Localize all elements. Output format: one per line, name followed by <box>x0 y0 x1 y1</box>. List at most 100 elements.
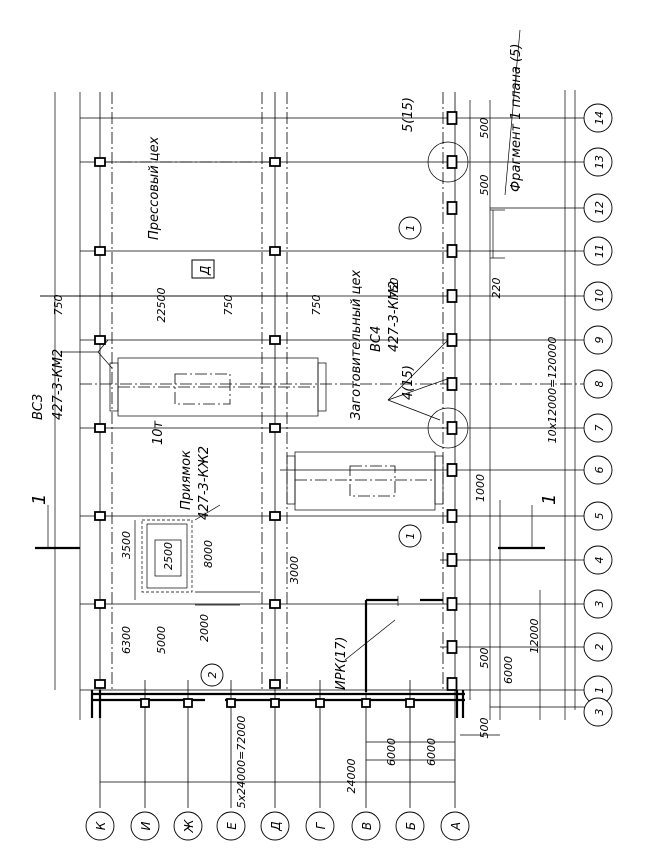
column-marker <box>446 597 458 611</box>
label-crane: 10т <box>151 420 166 445</box>
dim-label: 10x12000=120000 <box>546 337 559 444</box>
dim-label: 220 <box>490 278 503 299</box>
axis-number-label: 14 <box>593 111 606 125</box>
axis-bubble-letter <box>85 811 115 841</box>
label-zone-d: Д <box>198 266 212 276</box>
axis-bubble-number <box>583 632 613 662</box>
axis-letter-label: В <box>360 822 374 830</box>
axis-bubble-letter <box>260 811 290 841</box>
axis-number-label: 9 <box>593 337 606 344</box>
column-marker <box>446 463 458 477</box>
axis-letter-label: Г <box>314 821 328 829</box>
axis-bubble-letter <box>440 811 470 841</box>
dim-label: 6000 <box>385 738 398 766</box>
column-marker <box>361 698 371 708</box>
dim-label: 500 <box>478 718 491 739</box>
column-marker <box>405 698 415 708</box>
axis-bubble-number <box>583 501 613 531</box>
dim-label: 3000 <box>288 556 301 584</box>
axis-bubble-number <box>583 589 613 619</box>
axis-bubble-number <box>583 413 613 443</box>
column-marker <box>269 157 281 167</box>
dim-label: 750 <box>310 295 323 316</box>
section-mark-left: 1 <box>29 494 50 505</box>
label-bc3-title: ВС3 <box>31 394 46 420</box>
column-marker <box>269 679 281 689</box>
dim-label: 500 <box>478 648 491 669</box>
column-marker <box>446 421 458 435</box>
column-marker <box>226 698 236 708</box>
dim-label: 8000 <box>202 540 215 568</box>
label-bc4-code: 427-3-КМ2 <box>387 281 402 352</box>
label-irk: ИРК(17) <box>334 637 349 690</box>
axis-letter-label: И <box>139 821 153 830</box>
callout-circle <box>200 663 224 687</box>
column-marker <box>94 679 106 689</box>
callout-label: 1 <box>404 225 417 232</box>
axis-number-label: 11 <box>593 244 606 258</box>
axis-letter-label: Ж <box>182 818 196 833</box>
dimension-labels-group: 750 22500 750 750 750 220 5000 6300 2000 3500 2 500… <box>52 118 559 809</box>
axis-number-label: 13 <box>593 155 606 169</box>
axis-bubble-letter <box>130 811 160 841</box>
dim-label: 500 <box>478 118 491 139</box>
dim-label: 22500 <box>155 288 168 323</box>
dim-label: 5000 <box>155 626 168 654</box>
column-marker <box>183 698 193 708</box>
column-marker <box>446 244 458 258</box>
axis-letter-label: Б <box>404 822 418 830</box>
column-marker <box>446 333 458 347</box>
column-marker <box>269 335 281 345</box>
column-marker <box>446 155 458 169</box>
node-circle-top <box>427 141 469 183</box>
dim-label: 6300 <box>120 626 133 654</box>
column-marker <box>94 511 106 521</box>
axis-number-label: 12 <box>593 201 606 215</box>
axis-number-label: 4 <box>593 557 606 564</box>
dim-label: 24000 <box>345 759 358 794</box>
axis-number-label: 8 <box>593 381 606 388</box>
dim-label: 5x24000=72000 <box>235 716 248 809</box>
dim-label: 750 <box>52 295 65 316</box>
label-bc3-code: 427-3-КМ2 <box>51 349 66 420</box>
label-pit-code: 427-3-КЖ2 <box>197 446 212 520</box>
axis-number-label: 2 <box>593 644 606 651</box>
axis-bubble-letter <box>216 811 246 841</box>
column-marker <box>446 677 458 691</box>
callout-circle <box>398 524 422 548</box>
zone-d-box <box>191 259 215 279</box>
axis-number-label: 7 <box>593 425 606 432</box>
callout-label: 1 <box>404 533 417 540</box>
dim-label: 1000 <box>474 474 487 502</box>
grid-and-walls <box>35 29 590 808</box>
column-marker <box>94 599 106 609</box>
column-marker <box>269 246 281 256</box>
axis-bubble-letter <box>173 811 203 841</box>
axis-number-label: 3 <box>593 601 606 608</box>
column-marker <box>269 511 281 521</box>
axis-bubble-number <box>583 281 613 311</box>
callout-label: 2 <box>206 672 219 679</box>
axis-letter-label: К <box>94 821 108 830</box>
axis-bubble-number <box>583 369 613 399</box>
column-marker <box>446 111 458 125</box>
column-marker <box>446 509 458 523</box>
column-marker <box>315 698 325 708</box>
column-marker <box>94 423 106 433</box>
axis-bubble-number <box>583 147 613 177</box>
column-marker <box>94 335 106 345</box>
axis-bubble-number <box>583 325 613 355</box>
dim-label: 750 <box>388 278 401 299</box>
column-marker <box>94 246 106 256</box>
dim-label: 750 <box>222 295 235 316</box>
label-press-shop: Прессовый цех <box>147 136 162 240</box>
dim-label: 3500 <box>120 531 133 559</box>
column-marker <box>94 157 106 167</box>
axis-letter-label: Е <box>225 822 239 830</box>
label-bc4-title: ВС4 <box>369 326 384 352</box>
axis-letter-label: А <box>449 822 463 831</box>
axis-bubble-number <box>583 455 613 485</box>
column-marker <box>269 599 281 609</box>
dim-label: 2000 <box>198 614 211 642</box>
dim-label: 6000 <box>502 656 515 684</box>
